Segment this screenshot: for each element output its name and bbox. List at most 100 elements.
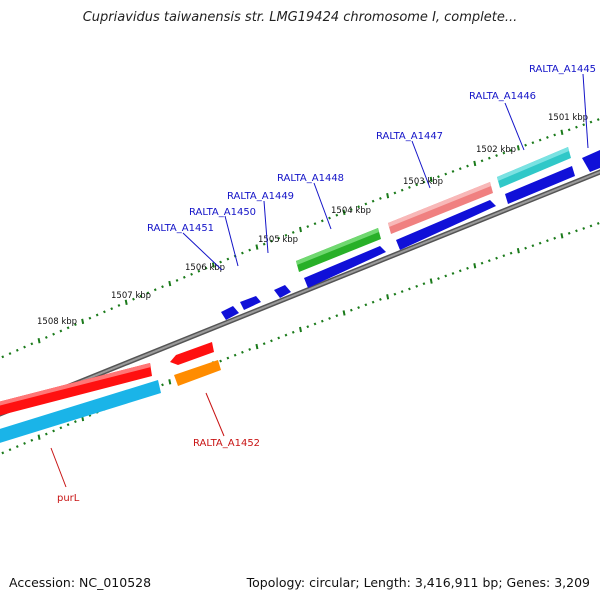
leader-line-a1450 xyxy=(224,215,239,267)
gene-blue-arrow-2[interactable] xyxy=(396,200,496,250)
tick-outer xyxy=(422,180,426,184)
gene-label-RALTA_A1450[interactable]: RALTA_A1450 xyxy=(189,207,256,218)
tick-outer xyxy=(168,280,172,287)
tick-inner xyxy=(415,284,419,288)
tick-inner xyxy=(44,432,48,436)
gene-RALTA_A1445[interactable] xyxy=(582,150,600,172)
gene-blue-arrow-5[interactable] xyxy=(240,296,261,310)
accession-text: Accession: NC_010528 xyxy=(9,575,152,590)
tick-inner xyxy=(495,256,498,260)
tick-outer xyxy=(473,160,477,167)
tick-outer xyxy=(226,257,230,261)
tick-outer xyxy=(437,175,440,179)
leader-line-a1445 xyxy=(582,73,589,149)
tick-outer xyxy=(219,260,223,264)
tick-inner xyxy=(52,429,55,433)
tick-outer xyxy=(95,313,99,317)
tick-inner xyxy=(219,359,223,363)
tick-outer xyxy=(44,335,48,339)
tick-inner xyxy=(284,333,288,337)
tick-inner xyxy=(582,226,586,230)
tick-inner xyxy=(553,236,557,240)
gene-features xyxy=(0,147,600,446)
tick-inner xyxy=(429,278,433,284)
gene-label-RALTA_A1448[interactable]: RALTA_A1448 xyxy=(277,173,344,184)
tick-inner xyxy=(364,303,368,307)
tick-inner xyxy=(357,306,360,309)
tick-inner xyxy=(524,246,528,250)
tick-outer xyxy=(241,251,244,255)
tick-inner xyxy=(233,353,237,357)
gene-label-RALTA_A1446[interactable]: RALTA_A1446 xyxy=(469,91,536,102)
tick-inner xyxy=(8,448,12,452)
tick-outer xyxy=(335,213,339,217)
gene-blue-arrow-3[interactable] xyxy=(304,246,386,288)
gene-label-RALTA_A1449[interactable]: RALTA_A1449 xyxy=(227,191,294,202)
tick-inner xyxy=(270,339,273,343)
tick-outer xyxy=(553,133,557,137)
tick-inner xyxy=(546,239,549,243)
tick-inner xyxy=(437,277,440,280)
tick-outer xyxy=(393,191,397,195)
tick-inner xyxy=(400,290,404,293)
tick-inner xyxy=(567,231,571,235)
tick-outer xyxy=(52,332,55,336)
tick-outer xyxy=(502,151,506,155)
tick-inner xyxy=(30,438,34,442)
tick-inner xyxy=(59,426,63,430)
tick-outer xyxy=(182,275,186,279)
gene-blue-arrow-4[interactable] xyxy=(274,285,291,298)
topology-text: Topology: circular; Length: 3,416,911 bp… xyxy=(246,575,590,590)
gene-label-RALTA_A1451[interactable]: RALTA_A1451 xyxy=(147,223,214,234)
gene-label-purL[interactable]: purL xyxy=(57,493,80,504)
gene-RALTA_A1447-highlight xyxy=(388,182,491,227)
gene-blue-arrow-6[interactable] xyxy=(221,306,239,320)
gene-label-RALTA_A1445[interactable]: RALTA_A1445 xyxy=(529,64,596,75)
tick-outer xyxy=(299,226,302,233)
tick-inner xyxy=(37,434,41,440)
tick-outer xyxy=(466,164,469,168)
kbp-label-1506: 1506 kbp xyxy=(185,263,225,273)
tick-outer xyxy=(161,285,164,289)
tick-inner xyxy=(313,322,317,326)
tick-inner xyxy=(538,241,542,245)
tick-inner xyxy=(473,263,477,269)
gene-RALTA_A1452[interactable] xyxy=(174,360,221,386)
tick-outer xyxy=(313,222,317,226)
tick-outer xyxy=(175,278,179,282)
tick-outer xyxy=(357,205,360,209)
tick-outer xyxy=(146,291,150,295)
tick-outer xyxy=(306,225,310,229)
gene-label-RALTA_A1447[interactable]: RALTA_A1447 xyxy=(376,131,443,142)
tick-outer xyxy=(59,329,63,333)
tick-inner xyxy=(596,222,600,225)
tick-outer xyxy=(371,199,375,203)
tick-outer xyxy=(516,145,520,151)
tick-inner xyxy=(15,445,19,449)
tick-inner xyxy=(560,233,564,239)
tick-outer xyxy=(320,219,324,223)
leader-line-a1448 xyxy=(313,182,332,230)
tick-outer xyxy=(560,129,564,136)
tick-inner xyxy=(458,269,462,273)
tick-inner xyxy=(393,292,397,296)
tick-outer xyxy=(342,209,346,216)
tick-outer xyxy=(110,307,114,311)
tick-inner xyxy=(1,451,5,455)
tick-inner xyxy=(73,420,77,424)
tick-outer xyxy=(444,172,448,176)
tick-outer xyxy=(349,208,353,212)
tick-inner xyxy=(575,229,578,233)
tick-outer xyxy=(190,272,193,276)
leader-line-a1449 xyxy=(263,200,269,254)
gene-label-RALTA_A1452[interactable]: RALTA_A1452 xyxy=(193,438,260,449)
gene-cyan[interactable] xyxy=(0,380,161,446)
tick-outer xyxy=(73,323,77,327)
gene-blue-arrow-1[interactable] xyxy=(505,166,575,204)
tick-inner xyxy=(509,251,513,255)
kbp-label-1504: 1504 kbp xyxy=(331,206,371,216)
gene-RALTA_A1452-top[interactable] xyxy=(170,342,214,365)
tick-inner xyxy=(299,326,302,333)
tick-inner xyxy=(262,342,266,346)
